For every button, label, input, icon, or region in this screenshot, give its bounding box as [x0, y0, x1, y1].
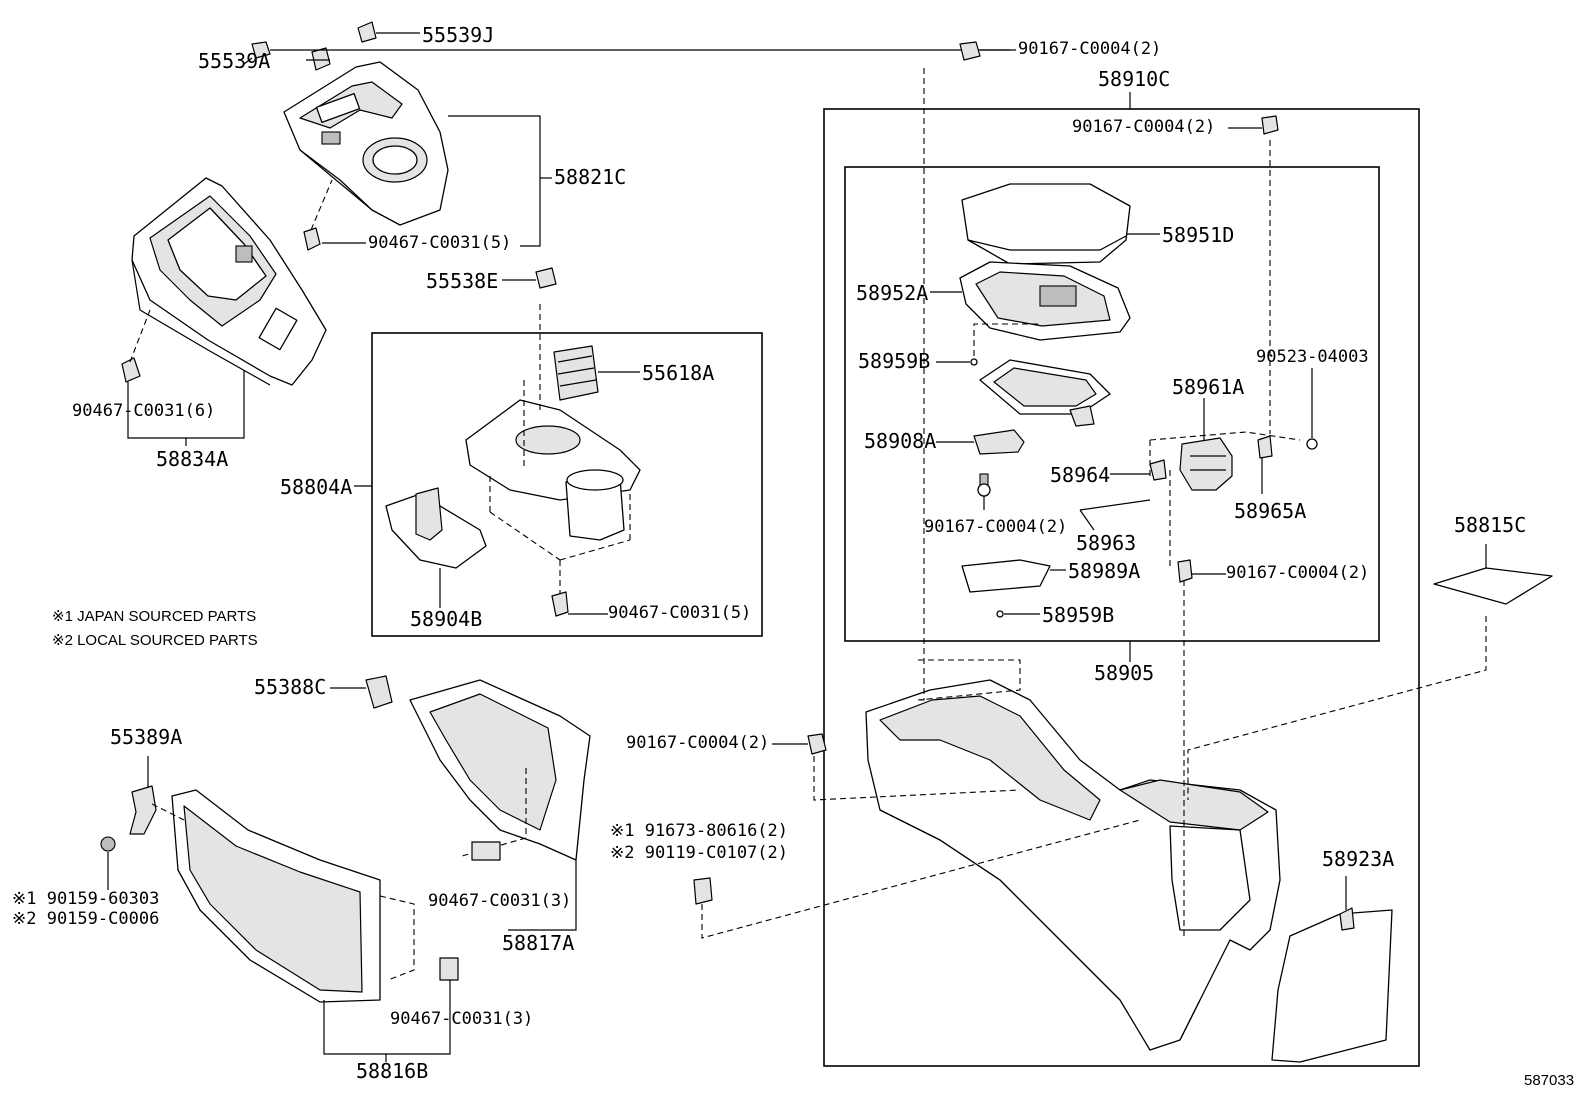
latch-58908A	[936, 429, 1025, 510]
tray-58904B	[385, 487, 487, 608]
label-58959B-b: 58959B	[1042, 603, 1115, 627]
bolt-90167-top	[959, 41, 981, 61]
lid-frame-58952A	[930, 261, 1131, 341]
label-58908A: 58908A	[864, 429, 937, 453]
label-58923A: 58923A	[1322, 847, 1395, 871]
clip-90467-top	[303, 227, 321, 251]
label-58816B: 58816B	[356, 1059, 429, 1083]
label-90159-60303: ※1 90159-60303	[12, 889, 160, 909]
cup-holder-58804A	[465, 300, 641, 600]
label-55389A: 55389A	[110, 725, 183, 749]
box-58905	[844, 166, 1380, 642]
label-58989A: 58989A	[1068, 559, 1141, 583]
clip-55539A	[311, 47, 331, 71]
label-58904B: 58904B	[410, 607, 483, 631]
label-58804A: 58804A	[280, 475, 353, 499]
label-90159-c0006: ※2 90159-C0006	[12, 909, 160, 929]
bolt-top	[243, 41, 1010, 65]
label-90119-c0107: ※2 90119-C0107(2)	[610, 843, 789, 863]
label-58952A: 58952A	[856, 281, 929, 305]
label-58834A: 58834A	[156, 447, 229, 471]
bolt-91673	[693, 877, 713, 905]
spring-58964	[1149, 459, 1167, 481]
diagram-reference-number: 587033	[1524, 1072, 1575, 1089]
cover-58923A	[1271, 876, 1393, 1063]
label-90523-04003: 90523-04003	[1256, 347, 1369, 367]
label-90167-right: 90167-C0004(2)	[1226, 563, 1370, 583]
bolt-90167-left	[807, 733, 827, 755]
notes-block: ※1 JAPAN SOURCED PARTS ※2 LOCAL SOURCED …	[52, 608, 258, 649]
box-58804A	[371, 332, 763, 637]
label-55539J: 55539J	[422, 23, 495, 47]
tray-insert	[979, 359, 1111, 427]
label-58959B-a: 58959B	[858, 349, 931, 373]
label-58821C: 58821C	[554, 165, 627, 189]
note-japan-sourced: ※1 JAPAN SOURCED PARTS	[52, 608, 257, 625]
label-58951D: 58951D	[1162, 223, 1235, 247]
side-panel-58816B	[171, 789, 459, 1062]
shift-bezel-58821C	[283, 61, 449, 226]
pin-58963	[1079, 499, 1151, 511]
label-58961A: 58961A	[1172, 375, 1245, 399]
label-91673-80616: ※1 91673-80616(2)	[610, 821, 789, 841]
label-90167-left: 90167-C0004(2)	[626, 733, 770, 753]
clip-55388C	[365, 675, 393, 709]
screw-58959B-b	[996, 610, 1004, 618]
label-58905: 58905	[1094, 661, 1155, 685]
side-panel-58817A	[409, 679, 591, 931]
armrest-lid-58951D	[961, 183, 1160, 265]
label-58965A: 58965A	[1234, 499, 1307, 523]
bolt-90167-box	[1261, 115, 1279, 135]
mat-58815C	[1187, 544, 1553, 800]
bolt-90167-right	[1177, 559, 1193, 583]
box-58910C	[823, 108, 1420, 1067]
label-58817A: 58817A	[502, 931, 575, 955]
label-90467-c0031-6: 90467-C0031(6)	[72, 401, 216, 421]
clip-90467-mid	[551, 591, 569, 617]
clip-55538E	[535, 267, 557, 289]
label-55618A: 55618A	[642, 361, 715, 385]
label-90467-c0031-3-b: 90467-C0031(3)	[390, 1009, 534, 1029]
ring-90523	[1306, 438, 1318, 450]
label-58910C: 58910C	[1098, 67, 1171, 91]
label-90467-c0031-5-mid: 90467-C0031(5)	[608, 603, 752, 623]
hinge-58961A	[1179, 398, 1233, 491]
label-55538E: 55538E	[426, 269, 499, 293]
clip-90467-6	[121, 357, 141, 383]
upper-console-panel-58834A	[131, 177, 327, 386]
clip-58965A	[1257, 435, 1273, 459]
label-90467-c0031-3-a: 90467-C0031(3)	[428, 891, 572, 911]
main-console-58910C	[865, 679, 1281, 1051]
label-90167-box: 90167-C0004(2)	[1072, 117, 1216, 137]
label-58815C: 58815C	[1454, 513, 1527, 537]
bracket-55389A	[100, 756, 185, 890]
screw-58959B-a	[970, 358, 978, 366]
label-58964: 58964	[1050, 463, 1111, 487]
bracket-58989A	[961, 559, 1066, 593]
label-90167-top: 90167-C0004(2)	[1018, 39, 1162, 59]
label-90167-mid: 90167-C0004(2)	[924, 517, 1068, 537]
label-90467-c0031-5-top: 90467-C0031(5)	[368, 233, 512, 253]
label-58963: 58963	[1076, 531, 1137, 555]
note-local-sourced: ※2 LOCAL SOURCED PARTS	[52, 632, 258, 649]
label-55388C: 55388C	[254, 675, 327, 699]
clip-55539J	[357, 21, 377, 43]
insert-55618A	[553, 345, 640, 401]
label-55539A: 55539A	[198, 49, 271, 73]
